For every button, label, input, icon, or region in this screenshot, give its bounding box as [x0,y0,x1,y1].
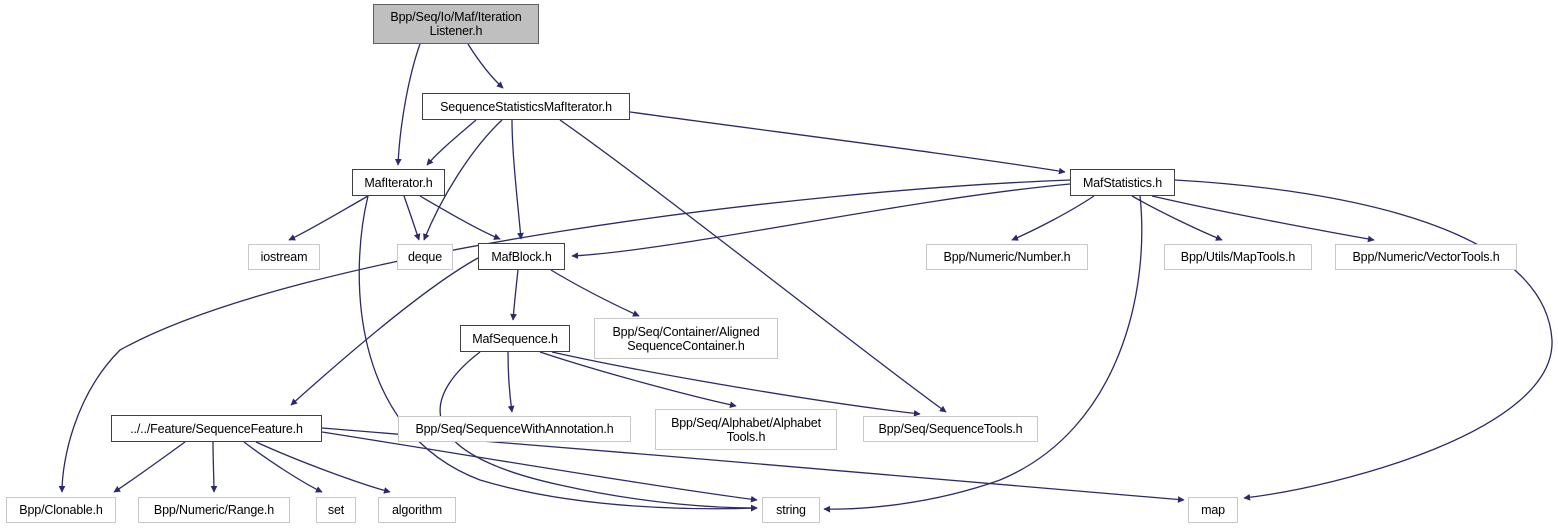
edge-mafiterator-to-deque [403,195,421,241]
graph-node-algorithm[interactable]: algorithm [378,497,456,523]
edge-seqstatmafiter-to-sequencetools [559,119,947,413]
graph-node-alignedseqcontainer[interactable]: Bpp/Seq/Container/Aligned SequenceContai… [594,318,778,359]
graph-node-sequencefeature[interactable]: ../../Feature/SequenceFeature.h [111,415,322,442]
edge-mafstatistics-to-bppvectortools [1151,195,1375,243]
graph-node-label: set [327,503,345,517]
graph-node-set[interactable]: set [316,497,356,523]
graph-node-label: Bpp/Seq/Container/Aligned SequenceContai… [612,324,760,353]
graph-node-bpprange[interactable]: Bpp/Numeric/Range.h [138,497,290,523]
edge-sequencefeature-to-algorithm [255,441,391,494]
graph-node-seqwithannotation[interactable]: Bpp/Seq/SequenceWithAnnotation.h [398,416,631,442]
edge-sequencefeature-to-set [243,441,323,493]
graph-node-seqstatmafiter[interactable]: SequenceStatisticsMafIterator.h [422,93,630,120]
graph-node-label: MafIterator.h [364,175,433,190]
graph-node-map[interactable]: map [1188,497,1238,523]
graph-node-label: MafSequence.h [472,331,558,346]
edge-mafsequence-to-seqwithannotation [507,351,515,413]
edge-seqstatmafiter-to-mafstatistics [629,111,1066,175]
graph-node-label: Bpp/Utils/MapTools.h [1180,250,1296,264]
edge-sequencefeature-to-bppclonable [113,441,186,493]
edge-mafstatistics-to-bppnumber [1011,195,1095,241]
graph-node-bppnumber[interactable]: Bpp/Numeric/Number.h [926,244,1088,270]
graph-node-label: Bpp/Seq/Alphabet/Alphabet Tools.h [671,415,821,444]
graph-node-label: MafBlock.h [491,249,552,264]
graph-node-label: map [1201,503,1225,517]
edge-mafstatistics-to-string [823,195,1143,513]
edge-iterationlistener-to-mafiterator [394,43,421,166]
graph-node-label: Bpp/Seq/Io/Maf/Iteration Listener.h [390,10,522,38]
graph-node-label: MafStatistics.h [1082,175,1163,190]
edge-mafiterator-to-iostream [288,195,369,241]
graph-node-string[interactable]: string [762,497,820,523]
graph-node-label: iostream [260,250,308,264]
graph-node-label: ../../Feature/SequenceFeature.h [130,421,303,436]
graph-node-mafsequence[interactable]: MafSequence.h [460,325,570,352]
edge-sequencefeature-to-bpprange [210,441,218,493]
graph-node-label: Bpp/Numeric/VectorTools.h [1352,250,1500,264]
edge-mafsequence-to-alphabettools [539,351,737,409]
graph-node-label: SequenceStatisticsMafIterator.h [440,99,612,114]
edge-mafsequence-to-sequencetools [551,351,921,417]
edge-mafblock-to-alignedseqcontainer [550,269,640,317]
graph-node-label: Bpp/Seq/SequenceWithAnnotation.h [415,422,614,436]
edge-mafstatistics-to-bppmaptools [1131,195,1223,241]
graph-node-mafblock[interactable]: MafBlock.h [478,243,565,270]
edge-mafblock-to-sequencefeature [290,257,479,406]
graph-node-label: Bpp/Clonable.h [19,503,103,517]
graph-node-bppmaptools[interactable]: Bpp/Utils/MapTools.h [1164,244,1312,270]
edge-mafiterator-to-mafblock [419,195,501,240]
graph-node-sequencetools[interactable]: Bpp/Seq/SequenceTools.h [863,416,1038,442]
graph-node-deque[interactable]: deque [397,244,453,270]
graph-node-iostream[interactable]: iostream [248,244,320,270]
edge-mafblock-to-mafsequence [510,269,519,321]
graph-node-alphabettools[interactable]: Bpp/Seq/Alphabet/Alphabet Tools.h [655,409,837,450]
graph-node-label: deque [407,250,442,264]
graph-node-label: string [776,503,806,517]
graph-node-label: Bpp/Numeric/Range.h [153,503,275,517]
edge-seqstatmafiter-to-mafiterator [426,119,477,166]
graph-node-iterationlistener[interactable]: Bpp/Seq/Io/Maf/Iteration Listener.h [373,4,539,44]
edge-iterationlistener-to-seqstatmafiter [467,43,504,89]
graph-node-mafstatistics[interactable]: MafStatistics.h [1070,169,1175,196]
graph-node-mafiterator[interactable]: MafIterator.h [352,169,445,196]
graph-node-bppvectortools[interactable]: Bpp/Numeric/VectorTools.h [1335,244,1517,270]
graph-node-label: Bpp/Seq/SequenceTools.h [878,422,1023,436]
edge-mafstatistics-to-map [1174,179,1553,501]
edge-seqstatmafiter-to-mafblock [511,119,524,240]
graph-node-label: algorithm [391,503,443,517]
graph-node-label: Bpp/Numeric/Number.h [943,250,1071,264]
graph-node-bppclonable[interactable]: Bpp/Clonable.h [6,497,116,523]
